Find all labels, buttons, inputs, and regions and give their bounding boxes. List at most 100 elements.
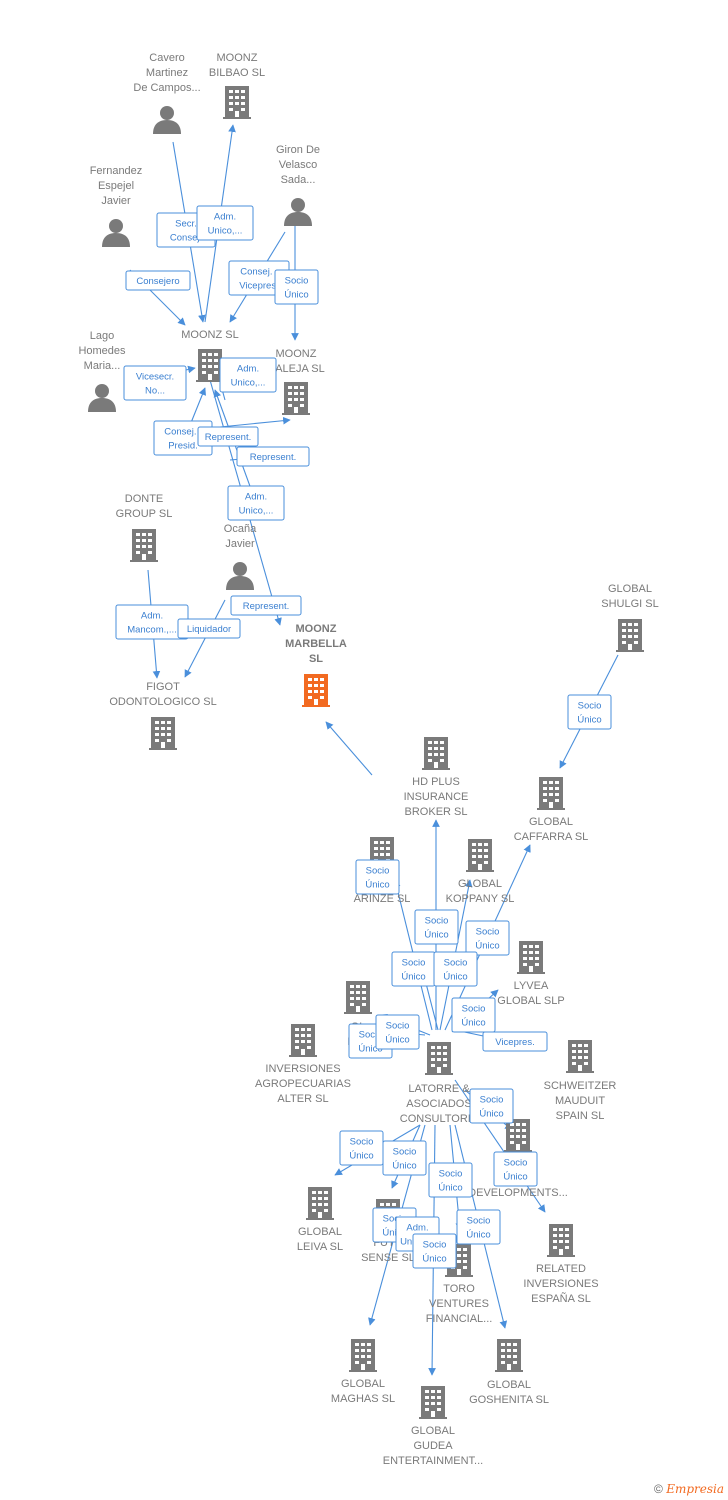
edge-label-vicepres[interactable]: Vicepres. xyxy=(482,1031,548,1052)
edge-label-vicesecr[interactable]: Vicesecr.No... xyxy=(123,365,187,401)
edge-label-box[interactable] xyxy=(196,205,254,241)
edge-label-box[interactable] xyxy=(355,859,400,895)
edge-label-liquidador[interactable]: Liquidador xyxy=(177,618,241,639)
edge-label-consej-vicepres[interactable]: Consej. ,Vicepres. xyxy=(228,260,290,296)
building-icon[interactable] xyxy=(349,1339,377,1372)
building-icon[interactable] xyxy=(289,1024,317,1057)
edge-label-box[interactable] xyxy=(412,1233,457,1269)
edge-label-represent2[interactable]: Represent. xyxy=(236,446,310,467)
edge-label-box[interactable] xyxy=(274,269,319,305)
building-icon[interactable] xyxy=(130,529,158,562)
node-lago[interactable]: LagoHomedesMaria... xyxy=(78,330,126,412)
edge-label-adm-ocana[interactable]: Adm.Unico,... xyxy=(227,485,285,521)
building-icon[interactable] xyxy=(495,1339,523,1372)
edge-label-box[interactable] xyxy=(177,618,241,639)
edge-label-represent1[interactable]: Represent. xyxy=(197,426,259,447)
building-icon[interactable] xyxy=(616,619,644,652)
edge-label-box[interactable] xyxy=(375,1014,420,1050)
edge-label-box[interactable] xyxy=(428,1162,473,1198)
empresia-logo[interactable]: Empresia xyxy=(666,1482,724,1496)
node-moonz-sl[interactable]: MOONZ SL xyxy=(181,329,239,382)
edge-label-box[interactable] xyxy=(451,997,496,1033)
edge-label-adm-moonz[interactable]: Adm.Unico,... xyxy=(219,357,277,393)
edge-label-box[interactable] xyxy=(123,365,187,401)
building-icon[interactable] xyxy=(517,941,545,974)
edge-label-represent3[interactable]: Represent. xyxy=(230,595,302,616)
building-icon[interactable] xyxy=(422,737,450,770)
building-icon[interactable] xyxy=(344,981,372,1014)
person-icon[interactable] xyxy=(153,106,181,134)
building-icon[interactable] xyxy=(537,777,565,810)
edge-label-consejero[interactable]: Consejero xyxy=(125,270,191,291)
edge-label-box[interactable] xyxy=(482,1031,548,1052)
edge-label-box[interactable] xyxy=(493,1151,538,1187)
building-icon[interactable] xyxy=(149,717,177,750)
building-icon[interactable] xyxy=(282,382,310,415)
building-icon[interactable] xyxy=(223,86,251,119)
building-icon[interactable] xyxy=(466,839,494,872)
building-icon[interactable] xyxy=(504,1119,532,1152)
person-icon[interactable] xyxy=(102,219,130,247)
person-icon[interactable] xyxy=(284,198,312,226)
building-icon[interactable] xyxy=(425,1042,453,1075)
building-icon[interactable] xyxy=(306,1187,334,1220)
edge-label-box[interactable] xyxy=(197,426,259,447)
edge-label-adm-mancom[interactable]: Adm.Mancom.,... xyxy=(115,604,189,640)
person-icon[interactable] xyxy=(226,562,254,590)
edge-label-box[interactable] xyxy=(433,951,478,987)
building-icon[interactable] xyxy=(547,1224,575,1257)
edge-label-box[interactable] xyxy=(567,694,612,730)
edge-label-box[interactable] xyxy=(469,1088,514,1124)
edge-label-box[interactable] xyxy=(465,920,510,956)
building-icon[interactable] xyxy=(302,674,330,707)
edge-label-box[interactable] xyxy=(236,446,310,467)
node-toro[interactable]: TOROVENTURESFINANCIAL... xyxy=(426,1244,493,1325)
edge-label-box[interactable] xyxy=(456,1209,501,1245)
edge-label-adm-bilbao[interactable]: Adm.Unico,... xyxy=(196,205,254,241)
edge-label-box[interactable] xyxy=(219,357,277,393)
building-icon[interactable] xyxy=(419,1386,447,1419)
edge-label-box[interactable] xyxy=(227,485,285,521)
node-giron[interactable]: Giron DeVelascoSada... xyxy=(276,144,320,226)
node-arinze[interactable]: ARINZE SL xyxy=(354,837,411,905)
node-global-gudea[interactable]: GLOBALGUDEAENTERTAINMENT... xyxy=(383,1386,483,1467)
person-icon[interactable] xyxy=(88,384,116,412)
edge-label-box[interactable] xyxy=(414,909,459,945)
edge-label-box[interactable] xyxy=(382,1140,427,1176)
building-icon[interactable] xyxy=(566,1040,594,1073)
